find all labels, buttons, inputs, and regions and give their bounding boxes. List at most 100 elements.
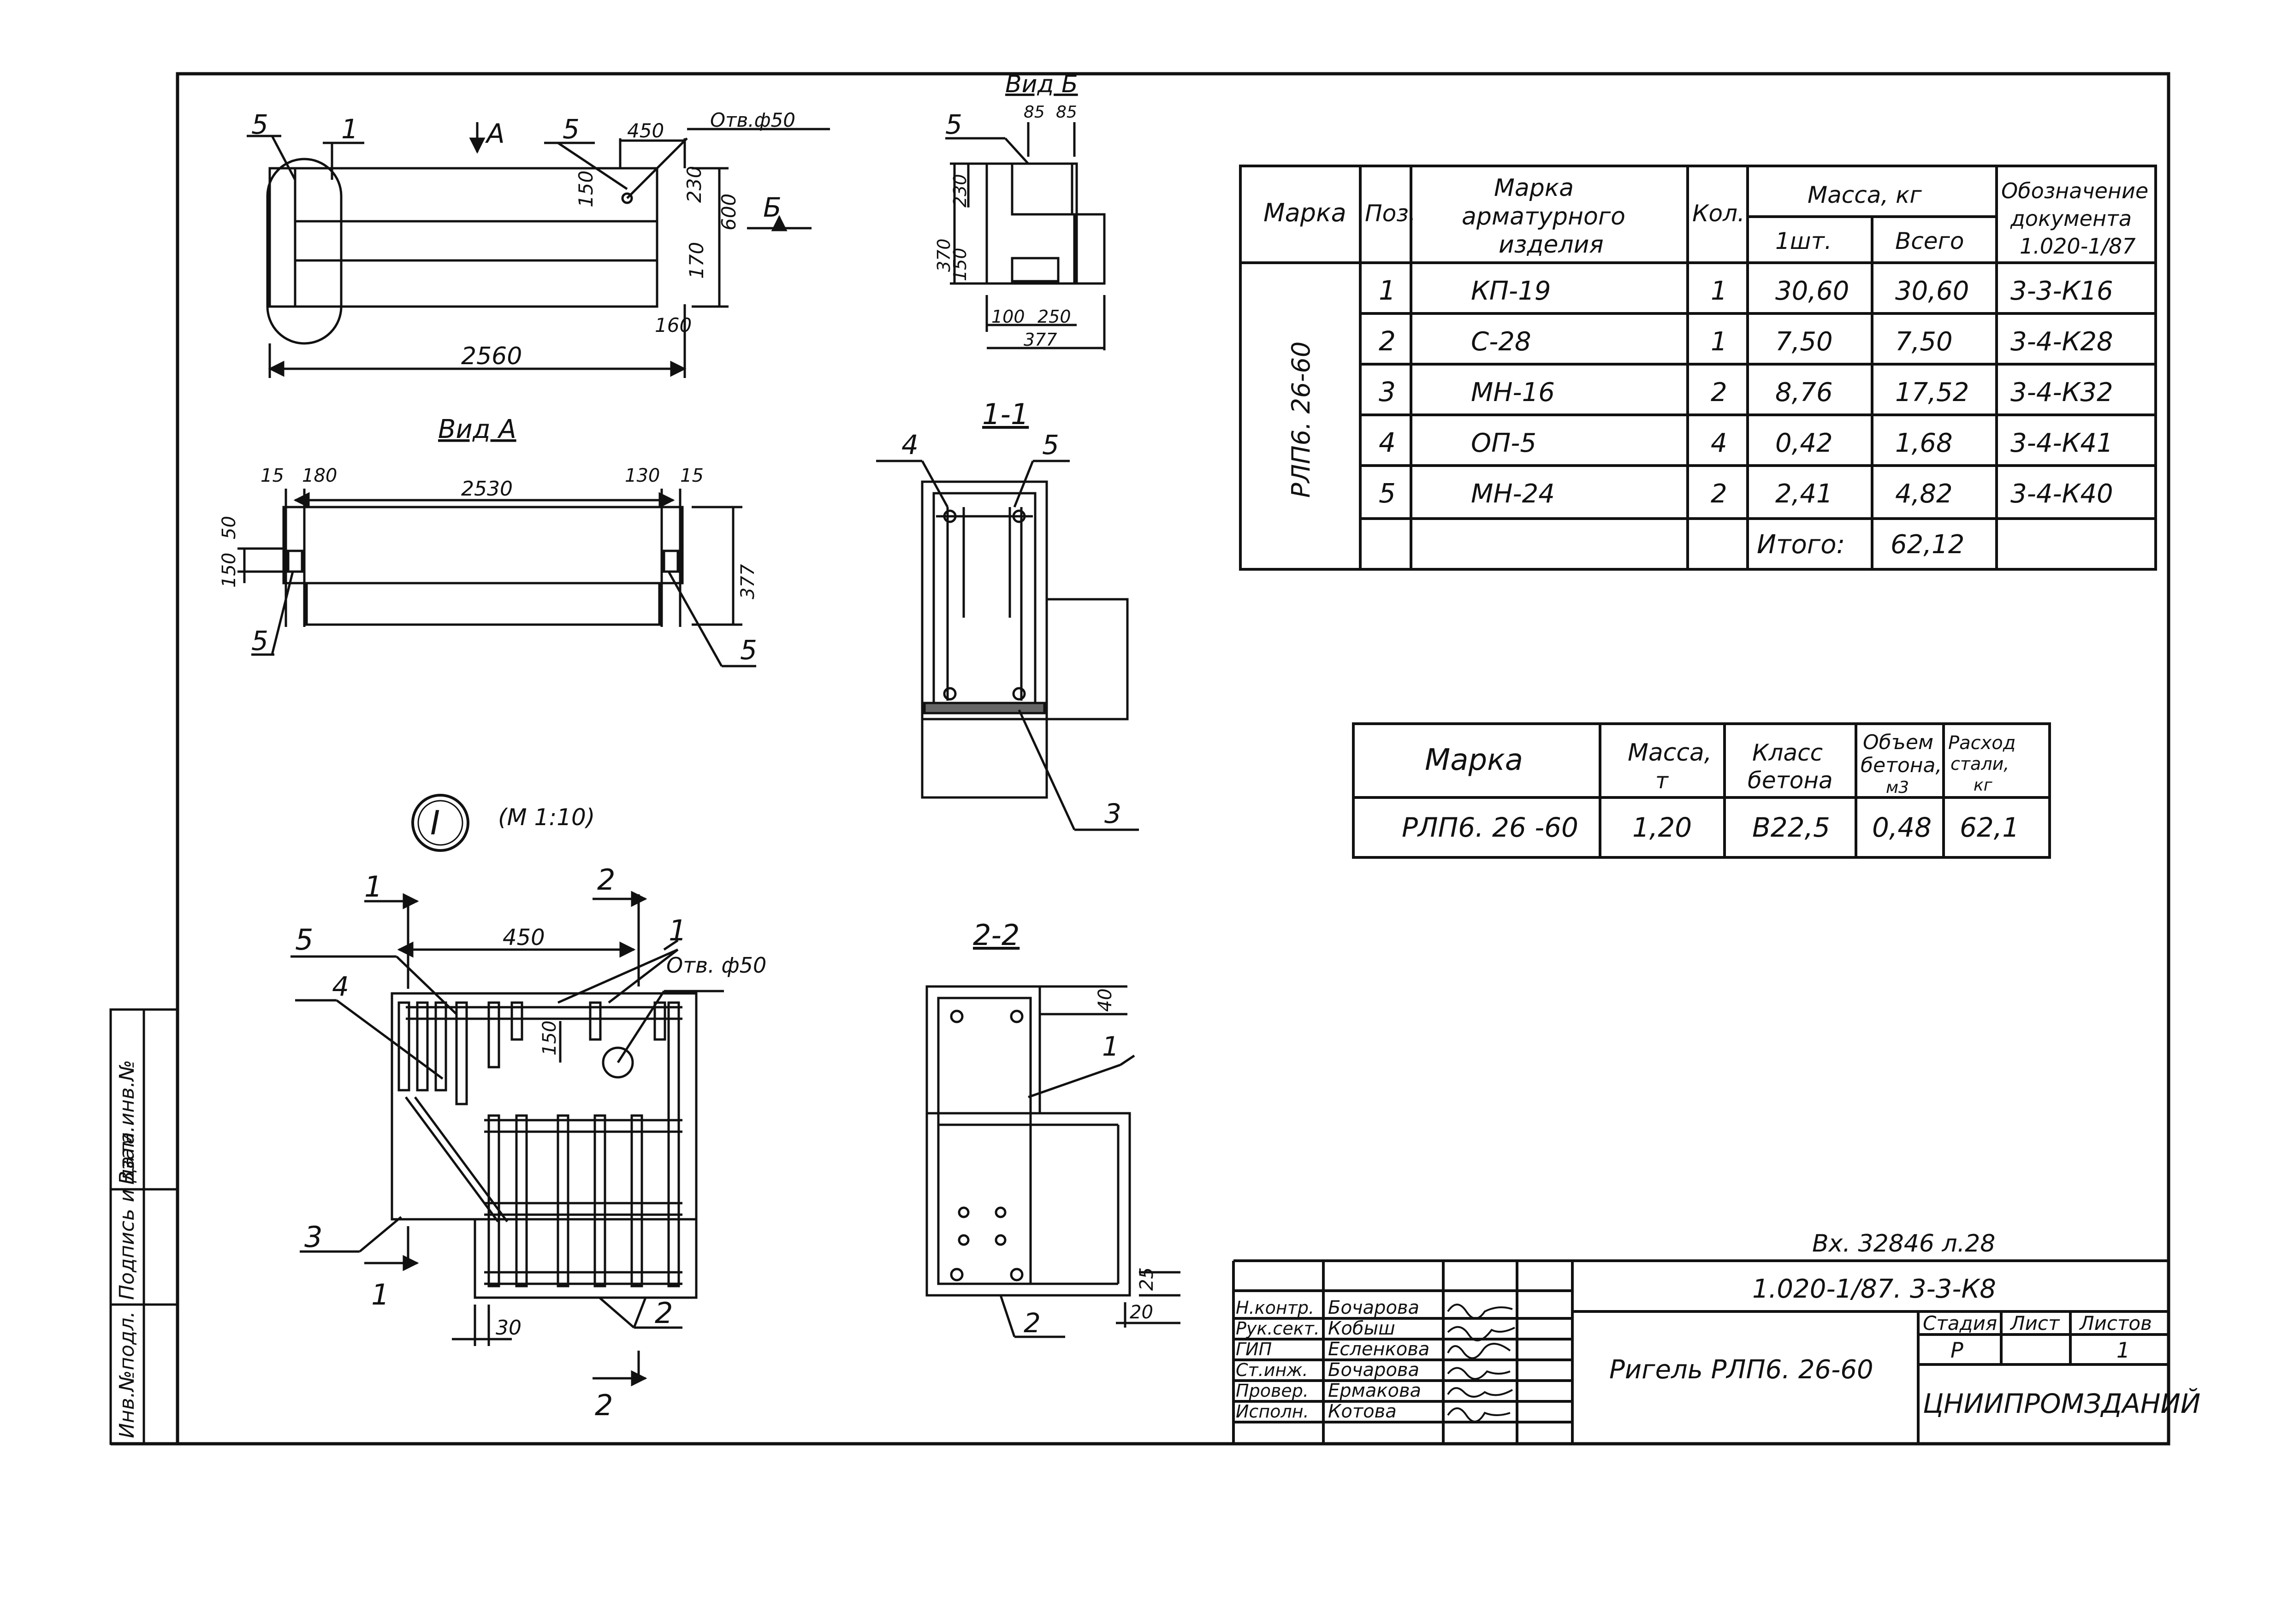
node-scale: (М 1:10) <box>498 804 595 831</box>
summary-header-mass-2: т <box>1655 768 1669 794</box>
spec-header-pos: Поз. <box>1365 200 1416 227</box>
title-sheets: 1 <box>2116 1338 2130 1363</box>
node-mark-4: 4 <box>332 971 349 1002</box>
view-a-title: Вид А <box>438 414 516 444</box>
spec-header-item-1: Марка <box>1494 174 1574 202</box>
spec-header-item-3: изделия <box>1499 231 1604 259</box>
spec-row-item: МН-24 <box>1471 479 1555 509</box>
summary-header-class-2: бетона <box>1748 767 1833 794</box>
section-2-dim-25: 25 <box>1136 1267 1157 1291</box>
plan-mark-1: 1 <box>341 113 358 145</box>
view-b-dim-85b: 85 <box>1056 103 1077 122</box>
spec-row-mass-all: 1,68 <box>1895 428 1953 458</box>
spec-row-qty: 4 <box>1711 428 1727 458</box>
spec-row-5: 5 МН-24 2 2,41 4,82 3-4-К40 <box>1379 478 2113 509</box>
node-id: I <box>430 803 440 842</box>
cut-mark-2-bottom: 2 <box>595 1388 613 1422</box>
view-a-dim-377: 377 <box>737 564 759 599</box>
role-title: Исполн. <box>1236 1401 1309 1422</box>
section-2-mark-1: 1 <box>1102 1031 1119 1062</box>
plan-hole-label: Отв.ф50 <box>710 109 795 131</box>
title-block-grid <box>1232 1259 2169 1444</box>
spec-total-label: Итого: <box>1757 530 1845 560</box>
plan-dim-230: 230 <box>683 166 705 203</box>
plan-mark-5-left: 5 <box>251 109 268 140</box>
summary-header-volume-1: Объем <box>1863 731 1933 754</box>
summary-header-steel-3: кг <box>1974 776 1993 795</box>
section-1-title: 1-1 <box>982 397 1029 431</box>
title-organization: ЦНИИПРОМЗДАНИЙ <box>1923 1388 2200 1419</box>
spec-row-item: МН-16 <box>1471 378 1555 407</box>
view-b-mark-5: 5 <box>945 109 962 140</box>
summary-row-mark: РЛП6. 26 -60 <box>1402 812 1578 843</box>
spec-row-doc: 3-4-К40 <box>2010 479 2113 509</box>
spec-row-qty: 2 <box>1711 479 1727 509</box>
summary-row-steel: 62,1 <box>1960 812 2019 843</box>
section-1-mark-3: 3 <box>1104 798 1121 829</box>
spec-row-qty: 1 <box>1711 276 1727 306</box>
role-name: Бочарова <box>1328 1297 1419 1318</box>
cut-mark-1-top: 1 <box>364 870 382 904</box>
spec-row-doc: 3-4-К28 <box>2010 327 2113 357</box>
title-role-row-1: Н.контр. Бочарова <box>1236 1297 1419 1318</box>
section-1-1 <box>876 460 1139 831</box>
plan-mark-5-right: 5 <box>563 113 580 145</box>
role-name: Котова <box>1328 1401 1397 1422</box>
spec-header-mark: Марка <box>1263 198 1346 227</box>
role-title: Рук.сект. <box>1236 1318 1320 1339</box>
view-b-dim-250: 250 <box>1037 307 1071 327</box>
title-code: 1.020-1/87. 3-3-К8 <box>1752 1274 1996 1304</box>
view-b-dim-150: 150 <box>950 248 970 281</box>
inventory-note: Вх. 32846 л.28 <box>1812 1230 1995 1258</box>
spec-group-mark: РЛП6. 26-60 <box>1286 342 1316 498</box>
summary-header-volume-2: бетона, <box>1861 754 1942 777</box>
view-b-dim-100: 100 <box>991 307 1025 327</box>
section-1-mark-4: 4 <box>901 429 919 461</box>
view-b-dim-85a: 85 <box>1024 103 1045 122</box>
spec-row-mass-one: 7,50 <box>1775 327 1833 357</box>
spec-row-pos: 5 <box>1379 478 1396 509</box>
spec-row-mass-one: 8,76 <box>1775 378 1833 407</box>
section-1-mark-5: 5 <box>1042 429 1059 461</box>
plan-dim-160: 160 <box>655 314 692 337</box>
summary-table-grid <box>1352 722 2051 859</box>
spec-row-mass-all: 17,52 <box>1895 378 1969 407</box>
role-name: Есленкова <box>1328 1339 1429 1360</box>
spec-header-qty: Кол. <box>1692 200 1745 227</box>
title-role-row-4: Ст.инж. Бочарова <box>1236 1359 1419 1381</box>
section-2-mark-2: 2 <box>1024 1307 1041 1339</box>
spec-row-item: ОП-5 <box>1471 428 1536 458</box>
view-a-mark-5-right: 5 <box>740 634 757 666</box>
summary-row-mass: 1,20 <box>1632 812 1692 843</box>
cut-mark-1-bottom: 1 <box>371 1278 389 1311</box>
side-stamp <box>109 1008 179 1445</box>
side-stamp-inventory: Инв.№подл. <box>115 1311 139 1438</box>
spec-header-item-2: арматурного <box>1462 203 1625 230</box>
spec-row-2: 2 С-28 1 7,50 7,50 3-4-К28 <box>1379 325 2113 357</box>
summary-header-volume-3: м3 <box>1886 778 1909 797</box>
node-dim-150: 150 <box>539 1021 560 1056</box>
title-role-row-2: Рук.сект. Кобыш <box>1236 1318 1395 1339</box>
spec-row-qty: 2 <box>1711 378 1727 407</box>
summary-row-volume: 0,48 <box>1872 812 1932 843</box>
section-2-title: 2-2 <box>973 918 1020 952</box>
plan-length-dim: 2560 <box>461 343 522 370</box>
summary-row-class: В22,5 <box>1752 812 1830 843</box>
view-b-dim-370: 370 <box>934 238 954 272</box>
view-b <box>945 122 1106 350</box>
section-2-dim-40: 40 <box>1095 988 1116 1012</box>
view-a-dim-2530: 2530 <box>461 477 513 501</box>
spec-row-mass-one: 30,60 <box>1775 276 1849 306</box>
spec-row-item: КП-19 <box>1471 276 1551 306</box>
spec-row-mass-all: 30,60 <box>1895 276 1969 306</box>
spec-row-pos: 1 <box>1379 275 1396 306</box>
section-2-2 <box>925 985 1180 1338</box>
role-title: Ст.инж. <box>1236 1360 1308 1380</box>
side-stamp-signature: Подпись и дата <box>115 1132 139 1300</box>
summary-header-steel-2: стали, <box>1950 754 2009 774</box>
spec-row-qty: 1 <box>1711 327 1727 357</box>
drawing-frame <box>176 72 2170 1446</box>
title-stage: Р <box>1950 1338 1963 1363</box>
view-b-title: Вид Б <box>1005 71 1078 98</box>
side-stamp-replace: Взам.инв.№ <box>115 1060 139 1185</box>
